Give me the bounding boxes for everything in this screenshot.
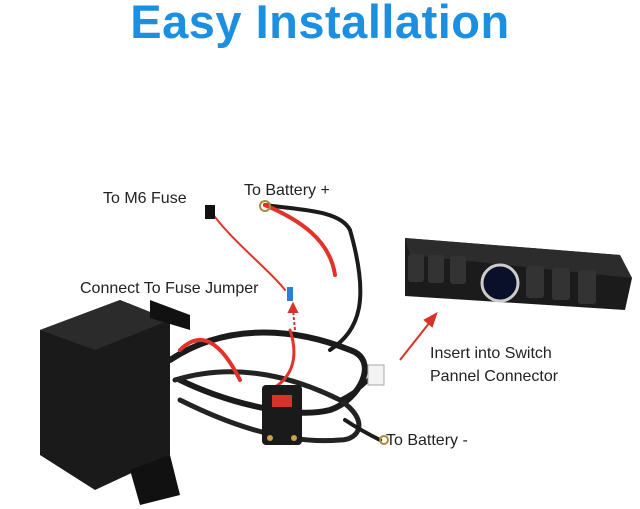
label-fuse-jumper: Connect To Fuse Jumper <box>80 280 259 297</box>
control-box <box>40 300 190 505</box>
fuse-jumper-connector <box>287 287 293 301</box>
rocker-switch <box>552 268 570 300</box>
wire-harness <box>167 203 382 444</box>
ring-terminal-negative <box>379 435 389 445</box>
fuse-tap <box>205 205 215 219</box>
label-battery-minus: To Battery - <box>386 432 468 449</box>
switch-panel-plug <box>367 364 385 386</box>
rocker-switch <box>526 266 544 298</box>
label-switch-connector-1: Insert into Switch <box>430 345 552 362</box>
label-switch-connector-2: Pannel Connector <box>430 368 559 385</box>
arrow-icons <box>287 301 438 361</box>
rocker-switch <box>408 254 424 282</box>
voltmeter-gauge <box>480 263 520 303</box>
circuit-breaker <box>262 385 302 445</box>
label-battery-plus: To Battery + <box>244 182 330 199</box>
ring-terminal-positive <box>259 200 271 212</box>
rocker-switch <box>428 255 444 283</box>
page-title: Easy Installation <box>130 0 510 48</box>
rocker-switch <box>578 270 596 304</box>
label-m6-fuse: To M6 Fuse <box>103 190 187 207</box>
switch-panel <box>405 238 632 310</box>
rocker-switch <box>450 256 466 284</box>
